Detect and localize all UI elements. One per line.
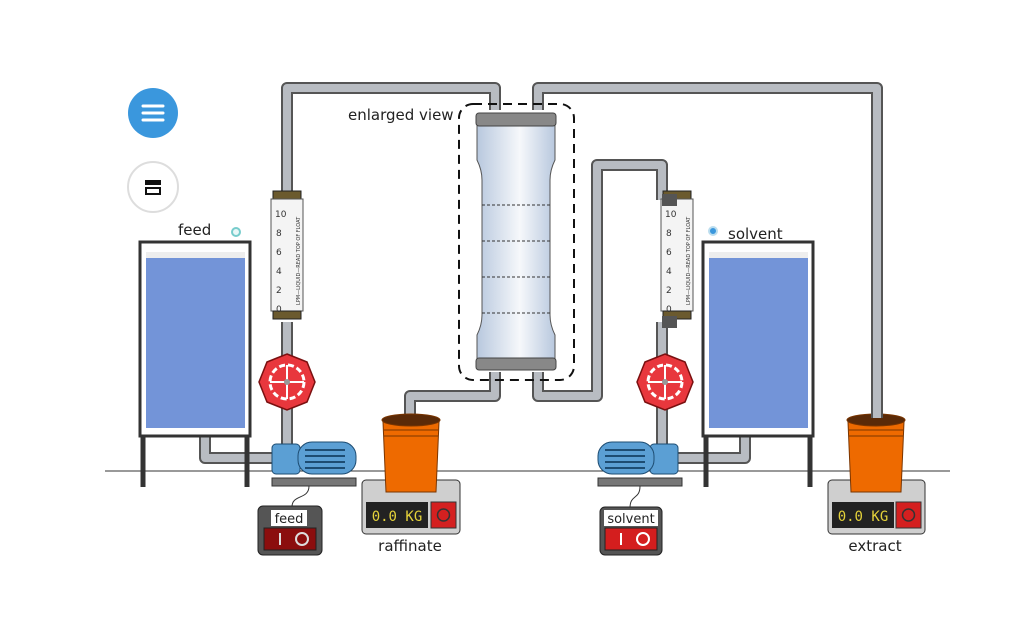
solvent-tank bbox=[701, 240, 815, 487]
svg-text:4: 4 bbox=[666, 267, 672, 277]
extract-label: extract bbox=[848, 537, 901, 555]
extract-reading: 0.0 KG bbox=[838, 509, 889, 525]
feed-switch-label: feed bbox=[275, 512, 304, 527]
hamburger-menu-icon bbox=[141, 104, 165, 122]
svg-text:LPM—LIQUID—READ TOP OF FLOAT: LPM—LIQUID—READ TOP OF FLOAT bbox=[296, 216, 302, 305]
svg-text:6: 6 bbox=[276, 248, 282, 258]
feed-valve[interactable] bbox=[257, 352, 317, 412]
menu-button[interactable] bbox=[128, 88, 178, 138]
svg-text:6: 6 bbox=[666, 248, 672, 258]
solvent-indicator bbox=[708, 226, 718, 236]
feed-switch-cable bbox=[291, 485, 310, 508]
solvent-pump bbox=[597, 441, 683, 487]
extraction-column bbox=[475, 112, 557, 371]
feed-pump bbox=[271, 441, 357, 487]
extract-bucket bbox=[846, 413, 906, 493]
solvent-switch-label: solvent bbox=[607, 512, 654, 527]
reset-icon bbox=[901, 508, 916, 522]
svg-text:2: 2 bbox=[276, 286, 282, 296]
flowsheet-icon bbox=[145, 180, 161, 195]
raffinate-reading: 0.0 KG bbox=[372, 509, 423, 525]
feed-indicator bbox=[231, 227, 241, 237]
svg-text:4: 4 bbox=[276, 267, 282, 277]
svg-text:0: 0 bbox=[276, 305, 282, 315]
svg-text:8: 8 bbox=[666, 229, 672, 239]
raffinate-label: raffinate bbox=[378, 537, 442, 555]
enlarged-view-frame[interactable] bbox=[458, 103, 575, 381]
solvent-switch-cable bbox=[629, 485, 641, 509]
solvent-rotameter: 10 8 6 4 2 0 LPM—LIQUID—READ TOP OF FLOAT bbox=[660, 190, 694, 320]
svg-text:8: 8 bbox=[276, 229, 282, 239]
svg-text:LPM—LIQUID—READ TOP OF FLOAT: LPM—LIQUID—READ TOP OF FLOAT bbox=[686, 216, 692, 305]
feed-tank-label: feed bbox=[178, 221, 211, 239]
feed-tank bbox=[138, 240, 252, 487]
solvent-tank-label: solvent bbox=[728, 225, 783, 243]
svg-text:2: 2 bbox=[666, 286, 672, 296]
svg-text:10: 10 bbox=[275, 210, 287, 220]
raffinate-bucket bbox=[381, 413, 441, 493]
solvent-switch[interactable]: solvent bbox=[599, 506, 663, 556]
flowsheet-button[interactable] bbox=[127, 161, 179, 213]
reset-icon bbox=[436, 508, 451, 522]
svg-text:10: 10 bbox=[665, 210, 677, 220]
extract-tare-button[interactable] bbox=[895, 501, 922, 529]
feed-switch[interactable]: feed bbox=[257, 505, 323, 556]
svg-text:0: 0 bbox=[666, 305, 672, 315]
raffinate-tare-button[interactable] bbox=[430, 501, 457, 529]
solvent-valve[interactable] bbox=[635, 352, 695, 412]
enlarged-view-label: enlarged view bbox=[348, 106, 454, 124]
feed-rotameter: 10 8 6 4 2 0 LPM—LIQUID—READ TOP OF FLOAT bbox=[270, 190, 304, 320]
